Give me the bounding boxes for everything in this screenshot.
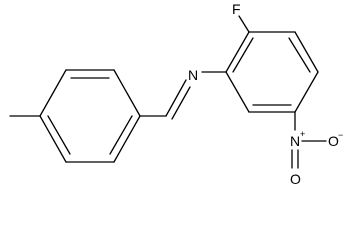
fluorine-bond xyxy=(238,15,250,33)
imine-nitrogen-label: N xyxy=(188,67,198,83)
imine-double-bond xyxy=(165,79,187,117)
fluorine-label: F xyxy=(232,1,241,17)
ring-double-bond xyxy=(109,115,133,155)
ring-bond xyxy=(39,69,67,117)
nitro-oxygen-bottom-label: O xyxy=(290,171,301,187)
tolyl-ring xyxy=(39,69,141,163)
nitro-nitrogen-charge: + xyxy=(300,129,305,139)
structure-canvas: N F N + O − O xyxy=(9,1,343,187)
ring-bond xyxy=(294,71,319,113)
chemical-structure: N F N + O − O xyxy=(9,1,343,187)
ring-double-bond xyxy=(232,37,254,73)
ring-bond xyxy=(225,71,250,113)
nitro-oxygen-right-charge: − xyxy=(338,130,343,140)
ring-bond xyxy=(113,115,141,163)
nitro-nitrogen-label: N xyxy=(290,133,300,149)
ring-double-bond xyxy=(47,115,71,155)
nitro-oxygen-right-label: O xyxy=(328,133,339,149)
ring-bond xyxy=(39,115,67,163)
ring-bond xyxy=(113,69,141,117)
ring-double-bond xyxy=(288,37,311,73)
ring-bond xyxy=(294,31,319,73)
ring-bond xyxy=(225,31,250,73)
nitrophenyl-ring xyxy=(225,31,319,113)
imine-double-bond xyxy=(171,86,191,120)
